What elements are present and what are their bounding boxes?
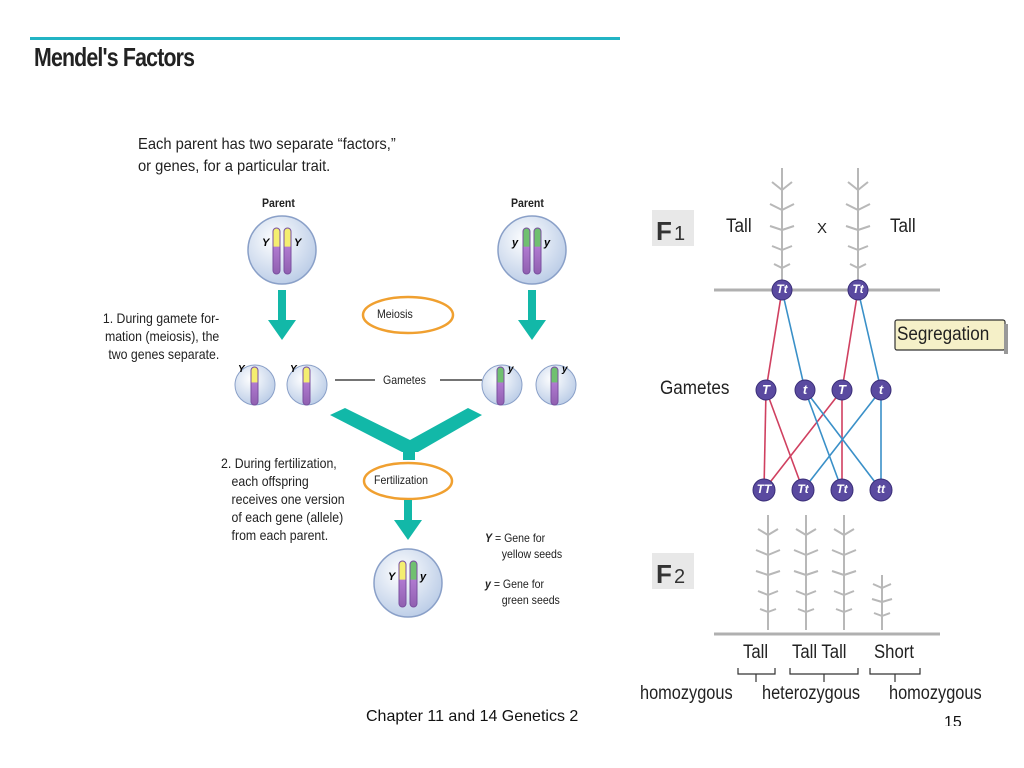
gamete-allele: T [762,382,770,397]
allele-label: y [543,237,551,249]
legend-yellow-line1: = Gene for [494,531,546,545]
parent-right-cell: y y [497,215,567,285]
svg-text:Y: Y [290,364,298,375]
intro-line-2: or genes, for a particular trait. [138,158,331,175]
parent-left-cell: Y Y [247,215,317,285]
offspring-genotype: TT [756,482,772,496]
legend-yellow-line2: yellow seeds [501,547,563,561]
zygosity-label: heterozygous [762,683,861,704]
legend-green-line1: = Gene for [493,577,545,591]
step1-text: 1. During gamete for- mation (meiosis), … [96,309,219,363]
svg-text:2: 2 [674,566,685,588]
intro-text: Each parent has two separate “factors,” … [138,134,396,178]
svg-text:y: y [561,364,568,375]
svg-text:1: 1 [674,223,685,245]
step2-line-5: from each parent. [231,527,329,543]
legend-green-line2: green seeds [501,593,560,607]
f2-phenotype: Tall [743,642,769,663]
allele-label: Y [294,237,303,249]
fertilization-arrow [394,500,422,540]
step2-text: 2. During fertilization, each offspring … [221,454,345,544]
zygosity-label: homozygous [640,683,733,704]
footer-text: Chapter 11 and 14 Genetics 2 [366,708,579,725]
meiosis-label: Meiosis [377,307,413,321]
parent-right-label: Parent [511,196,544,210]
svg-text:y: y [507,364,514,375]
step1-line-2: mation (meiosis), the [104,328,220,344]
step1-line-1: 1. During gamete for- [102,310,220,326]
zygosity-label: homozygous [889,683,982,704]
step2-line-3: receives one version [231,491,345,507]
step1-line-3: two genes separate. [108,346,220,362]
meiosis-oval [361,295,455,335]
f2-phenotype: Short [874,642,914,663]
f2-label-box [652,553,694,589]
f1-label: F [656,216,672,246]
legend-item-green: y = Gene for green seeds [485,576,560,608]
step2-line-4: of each gene (allele) [231,509,344,525]
fertilization-label: Fertilization [374,473,428,487]
f2-phenotype: Tall Tall [792,642,847,663]
legend-item-yellow: Y = Gene for yellow seeds [485,530,562,562]
parent-left-label: Parent [262,196,295,210]
offspring-cell: Y y [373,548,443,618]
svg-text:Y: Y [238,364,246,375]
f1-plants [769,168,871,285]
f1-genotype-left: Tt [776,282,788,296]
f1-label-box [652,210,694,246]
f2-plants [755,515,893,630]
gamete-allele: t [878,382,884,397]
legend-symbol-y: y [485,577,491,591]
page-title: Mendel's Factors [34,42,195,72]
offspring-genotype: Tt [836,482,848,496]
allele-label: y [511,237,519,249]
segregation-lines [763,289,882,491]
meiosis-arrows [268,290,546,340]
fertilization-oval [362,461,454,501]
legend-symbol-Y: Y [485,531,493,545]
intro-line-1: Each parent has two separate “factors,” [138,136,396,153]
gametes-label-right: Gametes [660,378,730,399]
svg-text:Y: Y [388,571,397,583]
fertilization-join-arrow [330,408,482,452]
f2-label: F [656,559,672,589]
offspring-genotype: tt [877,482,885,496]
allele-label: Y [262,237,271,249]
step2-line-2: each offspring [231,473,309,489]
title-rule [30,37,620,40]
zygosity-brackets [737,668,921,682]
f1-left-phenotype: Tall [726,216,752,237]
gamete-allele: t [802,382,808,397]
f1-genotype-right: Tt [852,282,864,296]
gamete-allele: T [838,382,846,397]
gametes-label-left: Gametes [383,373,426,387]
offspring-genotype: Tt [797,482,809,496]
f1-right-phenotype: Tall [890,216,916,237]
allele-circles [752,279,893,502]
svg-text:y: y [419,571,427,583]
cross-symbol: X [817,220,828,237]
page-number: 15 [944,714,962,726]
step2-line-1: 2. During fertilization, [221,455,337,471]
gamete-cells: Y Y y y [234,364,577,406]
segregation-label: Segregation [897,324,990,345]
